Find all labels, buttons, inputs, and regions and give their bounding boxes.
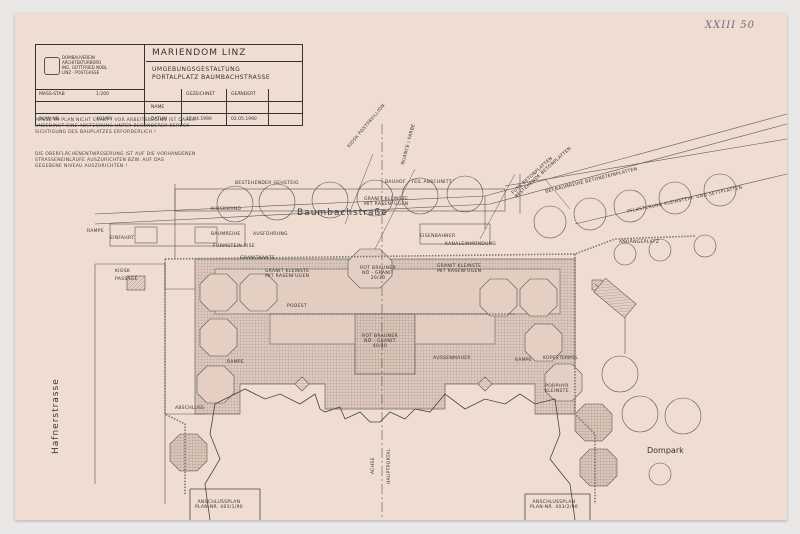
street-baumbachstrasse: Baumbachstraße [297, 208, 388, 218]
subtitle-line-1: UMGEBUNGSGESTALTUNG [152, 66, 241, 73]
datum-label: DATUM [151, 117, 168, 122]
granit-label: GRANIT KLEINSTE [437, 264, 482, 269]
rot-label: ROT BRAUNER [360, 266, 396, 271]
anschluss-title: ANSCHLUSSPLAN [532, 500, 576, 505]
anschluss-nr: PLAN-NR. 403/2/90 [530, 505, 578, 510]
granit-label-2: MIT RASENFUGEN [364, 202, 409, 207]
kanal-label: KANALEINMÜNDUNG [445, 242, 497, 247]
note-2: DIE OBERFLÄCHENENTWÄSSERUNG IST AUF DIE … [35, 152, 196, 170]
plaza-trees [169, 248, 618, 487]
note-1: MASSE IM PLAN NICHT EXAKT / VOR ARBEITSB… [35, 118, 196, 136]
detail-squares [294, 279, 603, 392]
note-line: UNBEDINGT EINE ABSTECKUNG UNTER BESONDER… [35, 124, 192, 129]
org-line: DOMBAUVEREIN [62, 55, 95, 60]
pflaster-label: FORMSTEIN RISE [213, 244, 256, 249]
datum-value-1: 15.04.1990 [186, 117, 212, 122]
granit-label-2: MIT RASENFUGEN [437, 269, 482, 274]
note-line: GEGEBENE NIVEAU AUSZURICHTEN ! [35, 164, 128, 169]
geandert-label: GEÄNDERT [231, 92, 256, 97]
cathedral-outline [189, 388, 591, 520]
abschluss-label: ABSCHLUSS [175, 406, 205, 411]
area-dompark: Dompark [647, 446, 684, 455]
title-block: DOMBAUVEREIN ARCHITEKTURBÜRO ING. GOTTFR… [35, 44, 303, 126]
ulmen-label: AUSSENMAUER [433, 356, 471, 361]
dotted-boundary [164, 235, 696, 504]
note-line: DIE OBERFLÄCHENENTWÄSSERUNG IST AUF DIE … [35, 152, 196, 157]
bauhof-label: BAUHOF - TEIL ABSCHNITT [385, 180, 452, 185]
vorplatz-label: AUSFÜHRUNG [253, 232, 288, 237]
rampe-label: RAMPE [227, 360, 244, 365]
datum-value-2: 02.05.1990 [231, 117, 257, 122]
note-line: STRASSENEINLÄUFE AUSZURICHTEN BZW. AUF D… [35, 158, 165, 163]
gezeichnet-label: GEZEICHNET [186, 92, 216, 97]
title-row-2: NAME [36, 101, 302, 114]
note-line: MASSE IM PLAN NICHT EXAKT / VOR ARBEITSB… [35, 118, 196, 123]
bus-label: ANHÄNGEPLATZ [619, 240, 660, 245]
org-line: LINZ - POSTGASSE [62, 70, 100, 75]
title-row-1: MASS-STAB 1:200 GEZEICHNET GEÄNDERT [36, 89, 302, 101]
passage-label: PASSAGE [115, 277, 138, 282]
axis-label: ACHSE [371, 457, 376, 474]
office-logo: DOMBAUVEREIN ARCHITEKTURBÜRO ING. GOTTFR… [36, 45, 145, 90]
porphyr-label-2: KLEINSTE [545, 389, 569, 394]
porphyr-label: PORPHYR [545, 384, 569, 389]
granit-label: GRANIT KLEINSTE [364, 197, 409, 202]
rampe-top-label: RAMPE [87, 229, 104, 234]
rot-label-3: 40/40 [372, 344, 388, 349]
org-line: ARCHITEKTURBÜRO [62, 60, 102, 65]
tree-octagons [216, 173, 737, 486]
plan-nr-value: 403/89 [96, 117, 112, 122]
drawing-subtitle: UMGEBUNGSGESTALTUNG PORTALPLATZ BAUMBACH… [152, 66, 270, 82]
street-hafnerstrasse: Hafnerstrasse [51, 378, 61, 454]
mass-stab-label: MASS-STAB [39, 92, 65, 97]
eisenbahner-label: EISENBAHNER [420, 234, 456, 239]
rampe-label: RAMPE [515, 358, 532, 363]
podest-label: PODEST [287, 304, 307, 309]
drawing-title: MARIENDOM LINZ [146, 45, 302, 62]
bestehend-label: BESTEHENDER GEHSTEIG [235, 181, 299, 186]
note-line: SICHTIGUNG DES BAUPLATZES ERFORDERLICH ! [35, 130, 157, 135]
subtitle-line-2: PORTALPLATZ BAUMBACHSTRASSE [152, 74, 271, 81]
anschluss-title: ANSCHLUSSPLAN [197, 500, 241, 505]
rot-label: ROT BRAUNER [362, 334, 398, 339]
title-row-3: PLAN-NR. 403/89 DATUM 15.04.1990 02.05.1… [36, 113, 302, 126]
granit-label: GRANIT KLEINSTE [265, 269, 310, 274]
right-area [593, 277, 637, 354]
name-label: NAME [151, 105, 165, 110]
plan-nr-label: PLAN-NR. [39, 117, 61, 122]
einfahrt-label: EINFAHRT [110, 236, 135, 241]
anschluss-nr: PLAN-NR. 403/1/90 [195, 505, 243, 510]
hauptportal-label: HAUPTPORTAL [387, 448, 392, 484]
granit-label-2: MIT RASENFUGEN [265, 274, 310, 279]
kiosk-2-label: KIOSK [115, 269, 131, 274]
kiosk-wand-label: KIOSKWAND [211, 207, 242, 212]
site-plan-drawing [94, 113, 787, 520]
drawing-sheet: DOMBAUVEREIN ARCHITEKTURBÜRO ING. GOTTFR… [15, 14, 787, 520]
leader-lines [344, 153, 571, 250]
top-street-lines [94, 113, 787, 229]
rot-label-2: NÖ - GRANIT [364, 339, 396, 344]
coat-of-arms-icon [44, 57, 60, 75]
archive-reference: XXIII 50 [705, 20, 755, 31]
org-line: ING. GOTTFRIED NOBL [62, 65, 108, 70]
mass-stab-value: 1:200 [96, 92, 109, 97]
kopfstempel-label: KOPFSTEMPEL [543, 356, 579, 361]
rot-label-3: 20/30 [370, 276, 386, 281]
granitkante-label: GRANITKANTE [240, 256, 276, 261]
rot-label-2: NÖ - GRANIT [362, 271, 394, 276]
baumreihe-label: BAUMREIHE [211, 232, 241, 237]
